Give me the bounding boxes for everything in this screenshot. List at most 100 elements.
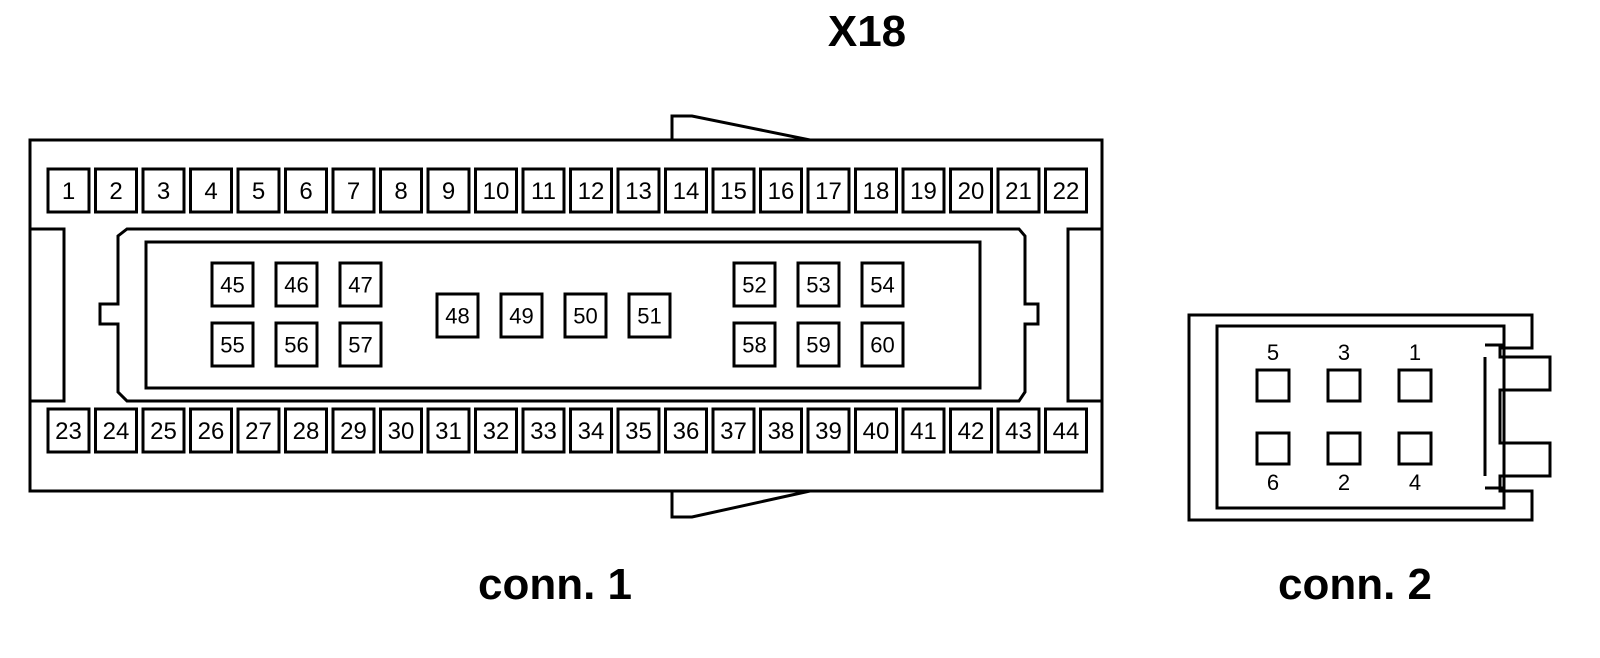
connector-1-top-latch: [670, 114, 811, 142]
pin-number: 47: [348, 272, 372, 297]
pin-box: [796, 261, 841, 308]
pin: 14: [664, 167, 708, 214]
pin-number: 43: [1005, 418, 1032, 445]
pin: 27: [236, 407, 281, 454]
pin: 58: [732, 321, 777, 368]
pin: 1: [46, 167, 91, 214]
pin-number: 45: [220, 272, 244, 297]
pin-number: 32: [483, 418, 510, 445]
pin-number: 3: [1338, 340, 1350, 365]
pin-box: [616, 407, 661, 454]
connector-2-inner-frame: [1215, 324, 1506, 510]
pin-number: 1: [1409, 340, 1421, 365]
pin-number: 52: [742, 272, 766, 297]
pin-number: 7: [347, 178, 360, 205]
pin-number: 41: [910, 418, 937, 445]
pin-box: [569, 167, 613, 214]
pin: [1255, 431, 1291, 466]
pin-number: 40: [863, 418, 890, 445]
pin-box: [759, 407, 803, 454]
connector-2-housing: [1187, 313, 1552, 522]
pin: 18: [854, 167, 898, 214]
pin: 57: [338, 321, 383, 368]
connector-1: [28, 114, 1104, 519]
pin: 7: [331, 167, 376, 214]
pin-box: [379, 167, 423, 214]
pin-number: 4: [204, 178, 217, 205]
pin-number: 39: [815, 418, 842, 445]
pin-box: [331, 407, 376, 454]
pin: 2: [94, 167, 138, 214]
pin-box: [141, 167, 186, 214]
pin: 38: [759, 407, 803, 454]
connector-1-label: conn. 1: [478, 560, 632, 609]
pin-number: 2: [109, 178, 122, 205]
pin-number: 48: [445, 303, 469, 328]
pin: 47: [338, 261, 383, 308]
pin-box: [711, 407, 756, 454]
pin-number: 36: [673, 418, 700, 445]
pin-number: 49: [509, 303, 533, 328]
pin: 59: [796, 321, 841, 368]
connector-1-right-rail: [1066, 227, 1104, 403]
pin: 20: [949, 167, 993, 214]
pin-number: 51: [637, 303, 661, 328]
pin: 48: [435, 292, 480, 339]
pin: 51: [627, 292, 672, 339]
pin-number: 1: [62, 178, 75, 205]
pin-box: [1326, 431, 1362, 466]
pin-box: [732, 321, 777, 368]
pin-number: 42: [958, 418, 985, 445]
pin-box: [1397, 431, 1433, 466]
pin-number: 22: [1053, 178, 1080, 205]
pin-number: 5: [1267, 340, 1279, 365]
pin-box: [379, 407, 423, 454]
pin-number: 29: [340, 418, 367, 445]
pin-number: 30: [388, 418, 415, 445]
pin-box: [499, 292, 544, 339]
pin-box: [806, 407, 851, 454]
pin: 49: [499, 292, 544, 339]
pin-box: [94, 167, 138, 214]
pin-number: 23: [55, 418, 82, 445]
pin-number: 4: [1409, 470, 1421, 495]
pin-box: [94, 407, 138, 454]
pin-box: [210, 261, 255, 308]
pin-box: [664, 167, 708, 214]
pin: 42: [949, 407, 993, 454]
pin-number: 28: [293, 418, 320, 445]
pin: 39: [806, 407, 851, 454]
pin-box: [860, 261, 905, 308]
pin-box: [274, 321, 319, 368]
pin-number: 16: [768, 178, 795, 205]
connector-2-label: conn. 2: [1278, 560, 1432, 609]
pin-number: 20: [958, 178, 985, 205]
pin-box: [435, 292, 480, 339]
pin-number: 8: [394, 178, 407, 205]
pin-box: [1044, 167, 1088, 214]
pin: 32: [474, 407, 518, 454]
connector-1-left-rail: [28, 227, 66, 403]
pin: 50: [563, 292, 608, 339]
connector-1-inner-frame: [98, 227, 1040, 403]
pin: 21: [996, 167, 1041, 214]
pin-number: 33: [530, 418, 557, 445]
pin-number: 35: [625, 418, 652, 445]
pin: 52: [732, 261, 777, 308]
pin-box: [901, 407, 946, 454]
pin-number: 19: [910, 178, 937, 205]
pin: 34: [569, 407, 613, 454]
pin-number: 14: [673, 178, 700, 205]
pin-box: [338, 261, 383, 308]
pin-box: [521, 167, 566, 214]
pin-number: 6: [1267, 470, 1279, 495]
pin-box: [569, 407, 613, 454]
pin-box: [521, 407, 566, 454]
pin-box: [210, 321, 255, 368]
pin-box: [732, 261, 777, 308]
pin-number: 5: [252, 178, 265, 205]
pin-number: 17: [815, 178, 842, 205]
pin: 9: [426, 167, 471, 214]
